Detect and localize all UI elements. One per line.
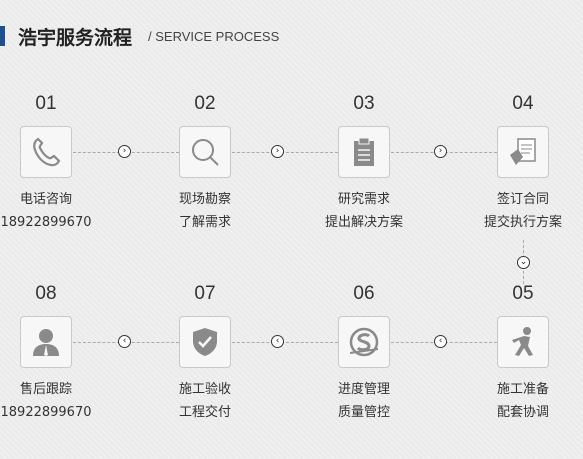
phone-icon [20, 126, 72, 178]
step-01: 01 电话咨询 18922899670 [0, 92, 116, 234]
step-title: 进度管理 [337, 382, 390, 397]
step-02: 02 现场勘察 了解需求 [135, 92, 275, 234]
step-number: 04 [512, 93, 534, 114]
quality-icon [338, 316, 390, 368]
step-detail: 18922899670 [0, 405, 92, 420]
search-icon [179, 126, 231, 178]
arrow-right-icon: › [434, 145, 447, 158]
step-03: 03 研究需求 提出解决方案 [294, 92, 434, 234]
arrow-left-icon: ‹ [271, 335, 284, 348]
step-06: 06 进度管理 质量管控 [294, 282, 434, 424]
step-label: 签订合同 提交执行方案 [453, 188, 583, 234]
step-label: 电话咨询 18922899670 [0, 188, 116, 234]
step-title: 电话咨询 [19, 192, 72, 207]
step-number: 06 [353, 283, 375, 304]
step-label: 现场勘察 了解需求 [135, 188, 275, 234]
step-title: 施工验收 [178, 382, 231, 397]
step-number: 05 [512, 283, 534, 304]
arrow-down-icon: ⌄ [517, 256, 530, 269]
step-label: 售后跟踪 18922899670 [0, 378, 116, 424]
step-detail: 了解需求 [178, 215, 231, 230]
page-subtitle: / SERVICE PROCESS [148, 29, 280, 44]
step-07: 07 施工验收 工程交付 [135, 282, 275, 424]
connector-2-3 [232, 152, 338, 154]
arrow-left-icon: ‹ [118, 335, 131, 348]
step-number: 01 [35, 93, 57, 114]
step-08: 08 售后跟踪 18922899670 [0, 282, 116, 424]
connector-7-6 [232, 342, 338, 344]
step-label: 施工准备 配套协调 [453, 378, 583, 424]
clipboard-icon [338, 126, 390, 178]
step-detail: 提交执行方案 [483, 215, 562, 230]
step-detail: 18922899670 [0, 215, 92, 230]
arrow-right-icon: › [271, 145, 284, 158]
step-detail: 提出解决方案 [324, 215, 403, 230]
step-label: 施工验收 工程交付 [135, 378, 275, 424]
worker-icon [497, 316, 549, 368]
header-accent-bar [0, 26, 5, 46]
step-detail: 配套协调 [496, 405, 549, 420]
step-label: 进度管理 质量管控 [294, 378, 434, 424]
step-title: 售后跟踪 [19, 382, 72, 397]
step-number: 02 [194, 93, 216, 114]
contract-icon [497, 126, 549, 178]
step-title: 研究需求 [337, 192, 390, 207]
step-05: 05 施工准备 配套协调 [453, 282, 583, 424]
step-number: 07 [194, 283, 216, 304]
step-number: 03 [353, 93, 375, 114]
user-icon [20, 316, 72, 368]
step-number: 08 [35, 283, 57, 304]
step-detail: 工程交付 [178, 405, 231, 420]
page-title: 浩宇服务流程 [18, 27, 133, 49]
arrow-left-icon: ‹ [434, 335, 447, 348]
step-title: 签订合同 [496, 192, 549, 207]
step-label: 研究需求 提出解决方案 [294, 188, 434, 234]
shield-check-icon [179, 316, 231, 368]
step-04: 04 签订合同 提交执行方案 [453, 92, 583, 234]
step-title: 现场勘察 [178, 192, 231, 207]
section-header: 浩宇服务流程 / SERVICE PROCESS [0, 22, 583, 49]
step-detail: 质量管控 [337, 405, 390, 420]
arrow-right-icon: › [118, 145, 131, 158]
step-title: 施工准备 [496, 382, 549, 397]
